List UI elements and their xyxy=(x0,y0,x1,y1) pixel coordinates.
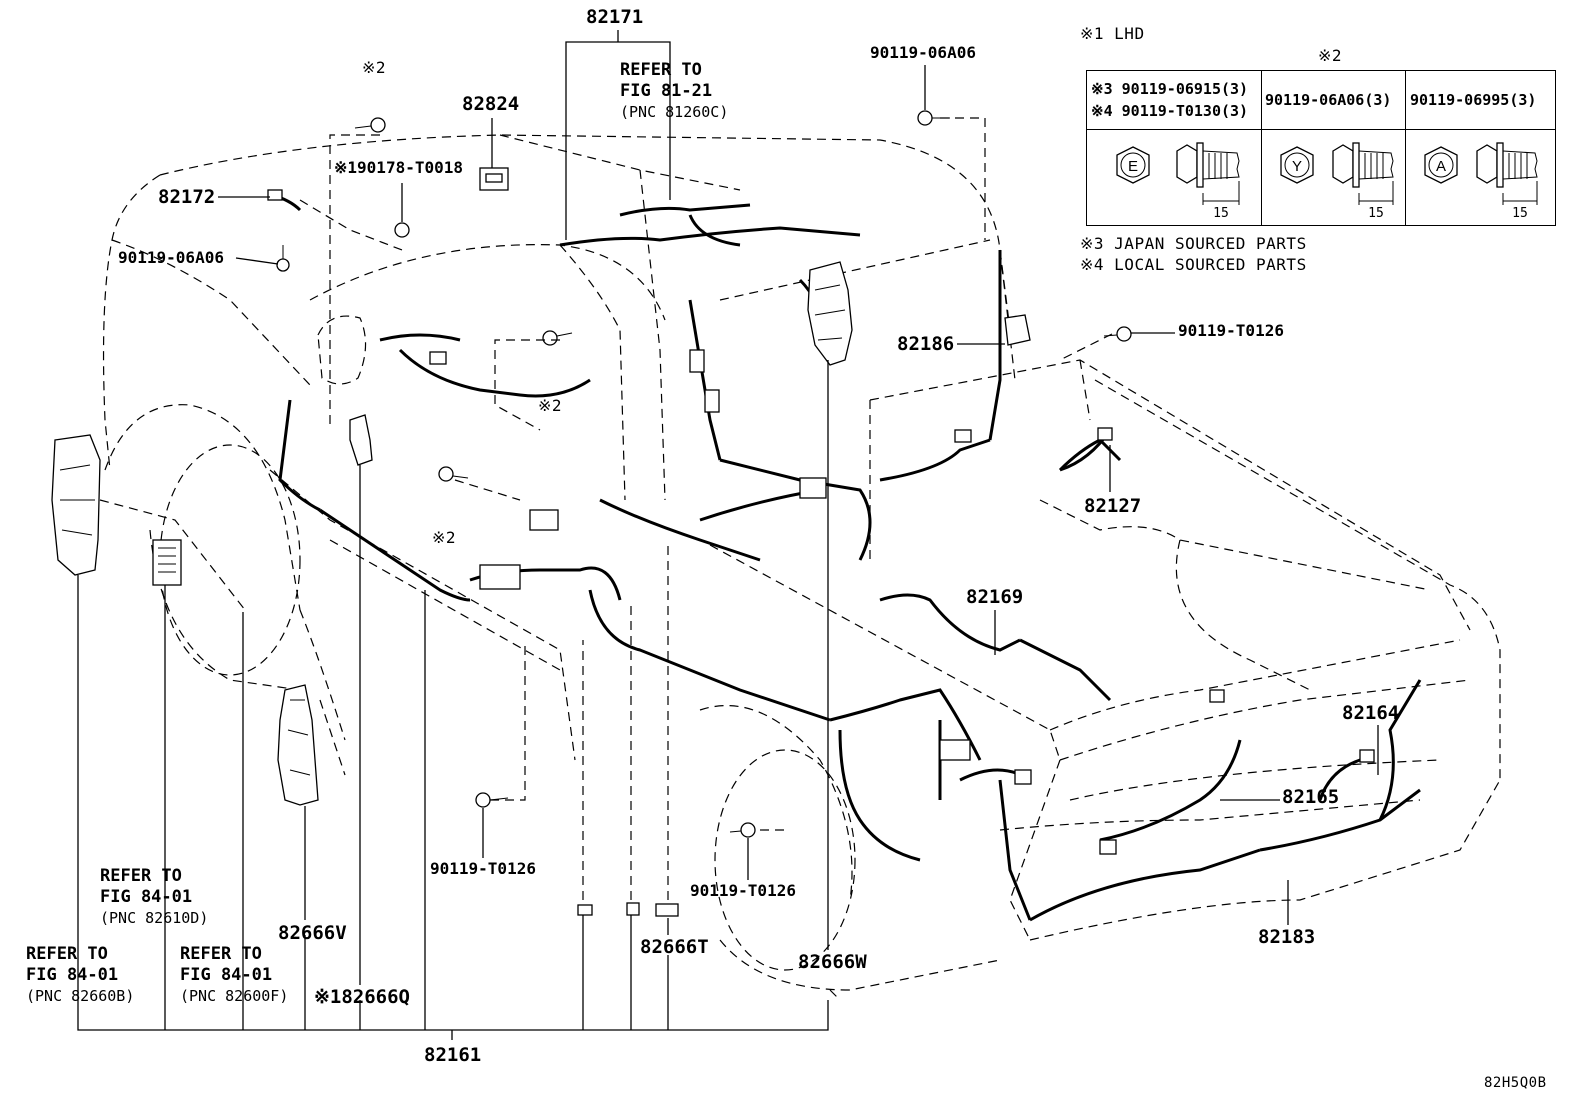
part-number-82183: 82183 xyxy=(1258,926,1316,948)
part-number-90119-T0126-mid: 90119-T0126 xyxy=(430,859,536,878)
part-number-90119-T0126-low: 90119-T0126 xyxy=(690,881,796,900)
clip-icon xyxy=(394,222,410,238)
part-number-82666V: 82666V xyxy=(278,922,347,944)
note-2-mid: ※2 xyxy=(538,396,563,415)
reference-pnc: (PNC 82600F) xyxy=(180,987,289,1005)
reference-fig-84-01-b: REFER TO FIG 84-01 (PNC 82660B) xyxy=(26,944,134,1007)
dimension-label: 15 xyxy=(1512,206,1528,221)
truck-body-outline xyxy=(102,134,1501,1001)
reference-fig-81-21: REFER TO FIG 81-21 (PNC 81260C) xyxy=(620,60,728,123)
part-number-82161: 82161 xyxy=(424,1044,482,1066)
wire-harnesses xyxy=(278,203,1422,922)
bolt-icon xyxy=(276,245,290,272)
note-2-low: ※2 xyxy=(432,528,457,547)
reference-line1: REFER TO xyxy=(100,866,182,886)
reference-line2: FIG 81-21 xyxy=(620,81,713,101)
dimension-label: 15 xyxy=(1368,206,1384,221)
bolt-drawing-e: E 15 xyxy=(1116,142,1240,221)
head-letter-a: A xyxy=(1436,158,1446,175)
bolt-drawing-a: A 15 xyxy=(1424,142,1538,221)
part-number-82824: 82824 xyxy=(462,93,520,115)
part-number-82666T: 82666T xyxy=(640,936,709,958)
legend-col1-line2: ※4 90119-T0130(3) xyxy=(1091,102,1249,120)
part-number-90119-06A06-top: 90119-06A06 xyxy=(870,43,976,62)
note-2-top: ※2 xyxy=(362,58,387,77)
leader-lines xyxy=(77,30,1379,1040)
reference-pnc: (PNC 82610D) xyxy=(100,909,209,927)
bolt-icon xyxy=(354,117,386,133)
dimension-label: 15 xyxy=(1213,206,1229,221)
part-number-82666Q: ※182666Q xyxy=(314,986,410,1008)
part-number-82171: 82171 xyxy=(586,6,644,28)
bracket-82666V xyxy=(277,684,319,806)
part-number-82666W: 82666W xyxy=(798,951,867,973)
bolt-icon xyxy=(729,822,756,838)
bolt-icon xyxy=(542,330,573,346)
parts xyxy=(51,110,1375,917)
legend-col3-label: 90119-06995(3) xyxy=(1410,91,1537,109)
legend-lhd-note: ※1 LHD xyxy=(1080,24,1145,43)
part-number-82127: 82127 xyxy=(1084,495,1142,517)
part-number-82169: 82169 xyxy=(966,586,1024,608)
head-letter-e: E xyxy=(1128,158,1138,175)
reference-line1: REFER TO xyxy=(180,944,262,964)
legend-header-note: ※2 xyxy=(1318,46,1343,65)
reference-fig-84-01-a: REFER TO FIG 84-01 (PNC 82610D) xyxy=(100,866,208,929)
part-number-90178-T0018: ※190178-T0018 xyxy=(334,158,463,177)
reference-pnc: (PNC 82660B) xyxy=(26,987,135,1005)
part-number-82186: 82186 xyxy=(897,333,955,355)
legend-note-japan: ※3 JAPAN SOURCED PARTS xyxy=(1080,234,1307,253)
reference-pnc: (PNC 81260C) xyxy=(620,103,729,121)
diagram-code: 82H5Q0B xyxy=(1484,1075,1547,1091)
reference-line1: REFER TO xyxy=(620,60,702,80)
reference-line2: FIG 84-01 xyxy=(26,965,119,985)
legend-header-row xyxy=(1087,71,1555,130)
bolt-icon xyxy=(1103,326,1132,342)
legend-col2-label: 90119-06A06(3) xyxy=(1265,91,1392,109)
part-number-82165: 82165 xyxy=(1282,786,1340,808)
legend-column-2 xyxy=(1262,71,1406,225)
reference-line2: FIG 84-01 xyxy=(180,965,273,985)
part-number-90119-T0126-right: 90119-T0126 xyxy=(1178,321,1284,340)
head-letter-y: Y xyxy=(1292,158,1302,175)
part-number-82172: 82172 xyxy=(158,186,216,208)
legend-col1-line1: ※3 90119-06915(3) xyxy=(1091,80,1249,98)
part-number-82164: 82164 xyxy=(1342,702,1400,724)
reference-line1: REFER TO xyxy=(26,944,108,964)
bolt-drawing-y: Y 15 xyxy=(1280,142,1394,221)
legend-column-1 xyxy=(1087,71,1262,225)
fastener-legend-table: ※3 90119-06915(3) ※4 90119-T0130(3) 9011… xyxy=(1086,70,1556,226)
legend-note-local: ※4 LOCAL SOURCED PARTS xyxy=(1080,255,1307,274)
part-number-90119-06A06-left: 90119-06A06 xyxy=(118,248,224,267)
reference-fig-84-01-c: REFER TO FIG 84-01 (PNC 82600F) xyxy=(180,944,288,1007)
bolt-icon xyxy=(438,466,469,482)
reference-line2: FIG 84-01 xyxy=(100,887,193,907)
